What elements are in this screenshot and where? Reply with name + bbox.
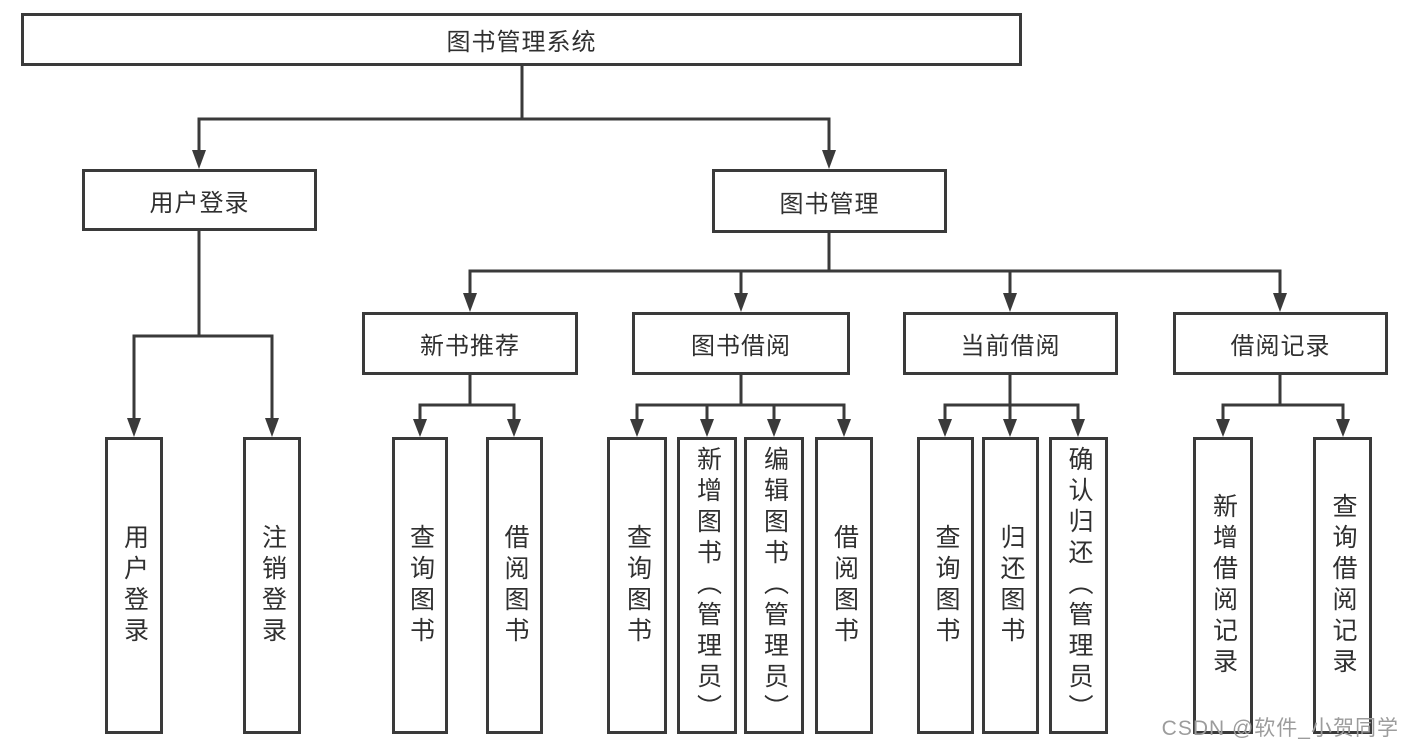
leaf-confirm-return-admin: 确认归还（管理员） bbox=[1049, 437, 1108, 734]
csdn-watermark: CSDN @软件_小贺同学 bbox=[1161, 717, 1399, 740]
connector-root-rail bbox=[197, 66, 831, 121]
leaf-edit-book-admin-label: 编辑图书（管理员） bbox=[760, 446, 789, 725]
node-book-borrow: 图书借阅 bbox=[632, 312, 850, 375]
leaf-user-login-label: 用户登录 bbox=[120, 523, 149, 648]
leaf-add-borrow-record: 新增借阅记录 bbox=[1193, 437, 1253, 734]
leaf-query-borrow-record: 查询借阅记录 bbox=[1313, 437, 1372, 734]
leaf-query-borrow-record-label: 查询借阅记录 bbox=[1329, 492, 1357, 679]
leaf-add-book-admin-label: 新增图书（管理员） bbox=[693, 446, 722, 725]
connector-book-management-rail bbox=[468, 233, 1282, 273]
node-user-login-label: 用户登录 bbox=[149, 189, 250, 217]
leaf-return-book: 归还图书 bbox=[982, 437, 1039, 734]
connector-new-book-rail bbox=[418, 375, 516, 407]
node-current-borrow-label: 当前借阅 bbox=[960, 333, 1061, 360]
leaf-add-borrow-record-label: 新增借阅记录 bbox=[1209, 492, 1238, 679]
arrow-heads bbox=[127, 150, 1350, 437]
connector-borrow-records-rail bbox=[1221, 375, 1345, 407]
node-book-management-label: 图书管理 bbox=[779, 190, 880, 218]
node-new-book-recommend: 新书推荐 bbox=[362, 312, 578, 375]
leaf-query-book-recommend-label: 查询图书 bbox=[406, 523, 435, 648]
leaf-borrow-book-recommend-label: 借阅图书 bbox=[501, 523, 529, 648]
node-book-borrow-label: 图书借阅 bbox=[691, 333, 791, 360]
leaf-borrow-book: 借阅图书 bbox=[815, 437, 873, 734]
node-current-borrow: 当前借阅 bbox=[903, 312, 1118, 375]
leaf-logout: 注销登录 bbox=[243, 437, 301, 734]
node-borrow-records-label: 借阅记录 bbox=[1230, 333, 1331, 360]
leaf-logout-label: 注销登录 bbox=[258, 523, 287, 648]
node-book-management: 图书管理 bbox=[712, 169, 947, 233]
leaf-edit-book-admin: 编辑图书（管理员） bbox=[744, 437, 804, 734]
connector-current-borrow-rail bbox=[943, 375, 1080, 407]
connector-user-login-rail bbox=[132, 231, 274, 338]
leaf-confirm-return-admin-label: 确认归还（管理员） bbox=[1065, 446, 1093, 725]
node-root-label: 图书管理系统 bbox=[446, 29, 597, 56]
leaf-add-book-admin: 新增图书（管理员） bbox=[677, 437, 737, 734]
leaf-borrow-book-recommend: 借阅图书 bbox=[486, 437, 543, 734]
leaf-query-book-recommend: 查询图书 bbox=[392, 437, 448, 734]
leaf-query-book-current-label: 查询图书 bbox=[932, 523, 960, 648]
arrow-shafts bbox=[132, 119, 1345, 423]
connector-book-borrow-rail bbox=[635, 375, 846, 407]
leaf-user-login: 用户登录 bbox=[105, 437, 163, 734]
leaf-query-book-borrow: 查询图书 bbox=[607, 437, 667, 734]
leaf-borrow-book-label: 借阅图书 bbox=[830, 523, 859, 648]
leaf-query-book-borrow-label: 查询图书 bbox=[623, 523, 652, 648]
leaf-query-book-current: 查询图书 bbox=[917, 437, 974, 734]
node-borrow-records: 借阅记录 bbox=[1173, 312, 1388, 375]
node-user-login: 用户登录 bbox=[82, 169, 317, 231]
node-new-book-recommend-label: 新书推荐 bbox=[420, 333, 520, 360]
node-root: 图书管理系统 bbox=[21, 13, 1022, 66]
leaf-return-book-label: 归还图书 bbox=[997, 523, 1025, 648]
